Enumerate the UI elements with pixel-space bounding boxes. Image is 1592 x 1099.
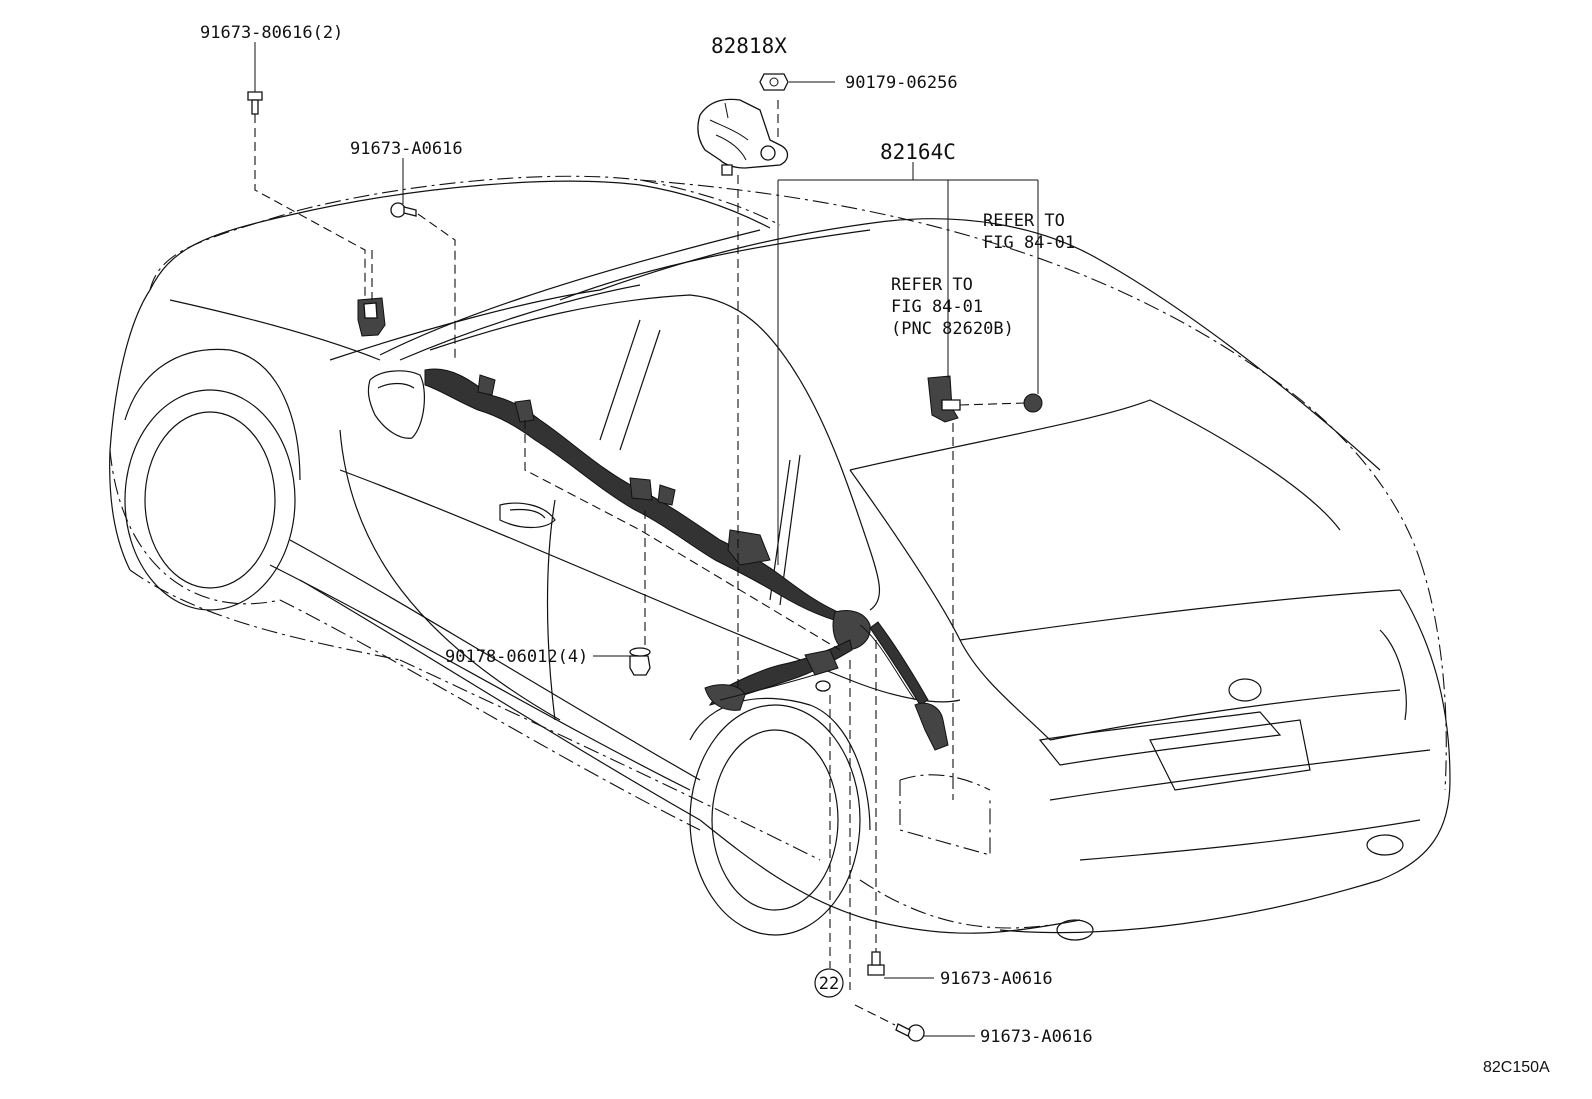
leaders <box>254 42 1039 1037</box>
part-number-label: 82818X <box>711 34 787 58</box>
bolt-icon <box>867 951 885 976</box>
parts <box>247 73 1043 1042</box>
module-82818x-icon <box>697 98 789 176</box>
figure-code: 82C150A <box>1483 1059 1550 1076</box>
part-number-label: 90178-06012(4) <box>445 647 588 667</box>
refer-note-line: (PNC 82620B) <box>891 319 1014 339</box>
refer-note-line: FIG 84-01 <box>891 297 983 317</box>
part-number-label: 90179-06256 <box>845 73 958 93</box>
nut-icon <box>759 73 789 91</box>
refer-note: REFER TO FIG 84-01 (PNC 82620B) <box>891 275 1014 339</box>
part-number-label: 82164C <box>880 140 956 164</box>
bolt-icon <box>895 1023 925 1042</box>
bolt-icon <box>247 91 263 115</box>
reference-number: 22 <box>819 974 839 994</box>
callout-labels: 91673-80616(2) 91673-A0616 82818X 90179-… <box>200 23 1550 1076</box>
refer-note: REFER TO FIG 84-01 <box>983 211 1075 253</box>
car-body <box>109 180 1451 941</box>
part-number-label: 91673-A0616 <box>940 969 1053 989</box>
wire-harness <box>424 368 949 751</box>
bolt-icon <box>390 202 417 218</box>
part-number-label: 91673-A0616 <box>980 1027 1093 1047</box>
reference-circle: 22 <box>814 968 844 998</box>
refer-note-line: REFER TO <box>891 275 973 295</box>
clip-icon <box>629 647 651 676</box>
refer-note-line: REFER TO <box>983 211 1065 231</box>
refer-note-line: FIG 84-01 <box>983 233 1075 253</box>
hidden-lines <box>109 175 1447 929</box>
part-number-label: 91673-A0616 <box>350 139 463 159</box>
part-number-label: 91673-80616(2) <box>200 23 343 43</box>
